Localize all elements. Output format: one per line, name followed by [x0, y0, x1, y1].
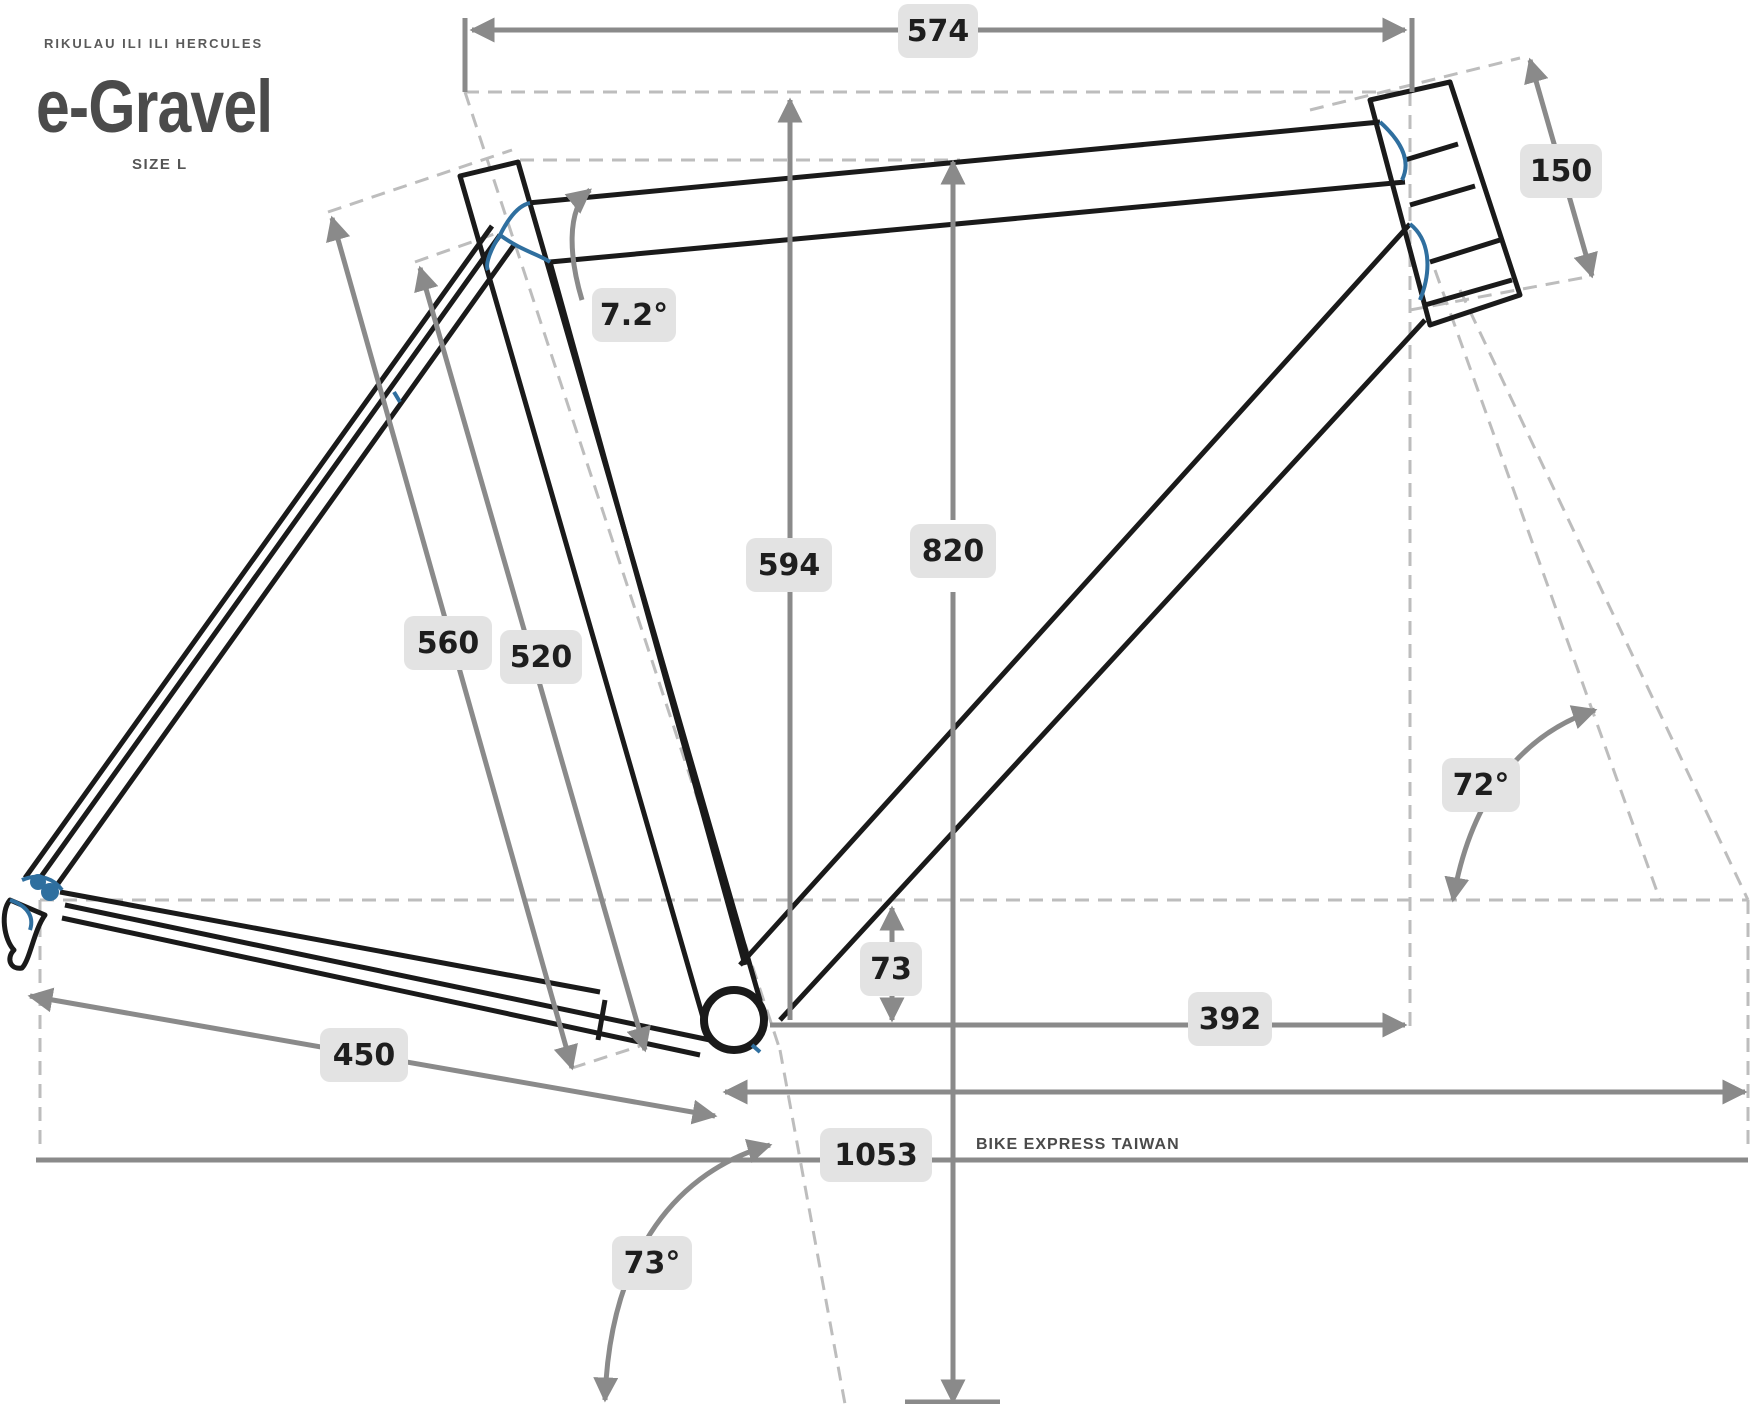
credit-text: BIKE EXPRESS TAIWAN [976, 1136, 1180, 1153]
dim-label-chainstay: 450 [320, 1028, 408, 1082]
dim-label-stack: 594 [746, 538, 832, 592]
dim-label-top-tube: 574 [898, 4, 978, 58]
bottom-bracket [700, 986, 768, 1054]
construction-lines [38, 56, 1750, 1405]
maker-name: RIKULAU ILI ILI HERCULES [44, 36, 264, 51]
cable-routing [9, 120, 1430, 1054]
dim-label-seat-angle: 73° [612, 1236, 692, 1290]
dim-label-wheelbase: 1053 [820, 1128, 932, 1182]
dim-label-top-tube-slope: 7.2° [592, 288, 676, 342]
dim-label-head-tube: 150 [1520, 144, 1602, 198]
dim-label-standover: 820 [910, 524, 996, 578]
dim-label-seat-tube-ct: 560 [404, 616, 492, 670]
dim-label-bb-drop: 73 [860, 942, 922, 996]
model-title: e-Gravel [36, 65, 273, 148]
dim-label-head-angle: 72° [1442, 758, 1520, 812]
size-label: SIZE L [132, 156, 188, 173]
dim-label-seat-tube-cc: 520 [500, 630, 582, 684]
dimension-lines [27, 17, 1748, 1405]
dim-label-reach: 392 [1188, 992, 1272, 1046]
